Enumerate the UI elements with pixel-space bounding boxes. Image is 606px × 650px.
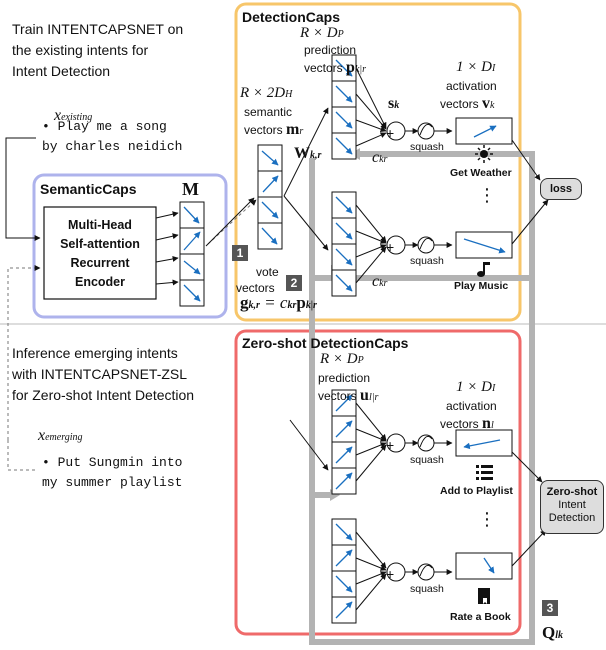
m-matrix [179, 201, 205, 307]
squash-label-2: squash [410, 255, 444, 267]
intent-add-to-playlist: Add to Playlist [440, 485, 513, 497]
encoder-line-2: Self-attention [60, 237, 140, 251]
encoder-line-4: Encoder [74, 275, 125, 289]
semantic-vectors-label-1: semantic [244, 105, 293, 119]
semantic-caps-border [32, 173, 228, 319]
detection-caps-title: DetectionCaps [242, 9, 341, 25]
existing-example-line-1: • Play me a song [42, 119, 167, 134]
squash-label-1: squash [410, 141, 444, 153]
zs-prediction-vectors-1 [331, 389, 357, 495]
pred-label-1: prediction [304, 43, 357, 57]
coef-label-1: ckr [372, 149, 388, 166]
badge-1: 1 [232, 245, 248, 261]
act-label-1: activation [446, 79, 497, 93]
zs-pred-dim: R × DP [320, 351, 364, 367]
zs-act-dim: 1 × DI [456, 379, 496, 395]
semantic-vectors-matrix [257, 144, 283, 250]
emerging-example-line-2: my summer playlist [42, 475, 183, 490]
semantic-dim: R × 2DH [240, 85, 293, 101]
zero-shot-output-line-2: Intent [558, 499, 586, 511]
loss-node: loss [540, 178, 582, 200]
zero-shot-caps-border [234, 329, 522, 636]
zero-shot-output-node: Zero-shot Intent Detection [540, 480, 604, 534]
encoder-box [43, 206, 157, 300]
zero-shot-output-line-3: Detection [548, 512, 596, 524]
train-caption-line-1: Train INTENTCAPSNET on [12, 21, 184, 37]
train-caption-line-2: the existing intents for [12, 42, 149, 58]
zs-activation-box-2 [455, 552, 513, 580]
list-icon [476, 465, 493, 480]
train-caption-line-3: Intent Detection [12, 63, 111, 79]
encoder-line-3: Recurrent [70, 256, 130, 270]
zero-shot-output-line-1: Zero-shot [546, 486, 598, 498]
activation-box-1 [455, 117, 513, 145]
semantic-caps-title: SemanticCaps [40, 181, 137, 197]
intent-rate-a-book: Rate a Book [450, 611, 511, 623]
intent-play-music: Play Music [454, 280, 509, 292]
emerging-example-line-1: • Put Sungmin into [42, 455, 183, 470]
intent-get-weather: Get Weather [450, 167, 512, 179]
encoder-line-1: Multi-Head [68, 218, 132, 232]
sum-label: sk [388, 95, 400, 112]
m-matrix-label: M [182, 179, 199, 199]
ellipsis-1: ⋮ [478, 185, 496, 205]
vector-arrows [183, 59, 506, 619]
sun-icon [475, 145, 493, 163]
zs-prediction-vectors-2 [331, 518, 357, 624]
book-icon [478, 588, 490, 604]
inference-caption-line-1: Inference emerging intents [12, 345, 178, 361]
zs-sum-plus-2: + [386, 566, 395, 582]
vote-label-2: vectors [236, 281, 275, 295]
act-dim: 1 × DI [456, 59, 496, 75]
music-note-icon [477, 262, 490, 277]
pred-label-2: vectors pk|r [304, 59, 367, 76]
pred-dim: R × DP [300, 25, 344, 41]
emerging-symbol: xemerging [38, 427, 83, 444]
zs-sum-plus-1: + [386, 437, 395, 453]
zs-squash-label-2: squash [410, 583, 444, 595]
sum-plus-2: + [386, 239, 395, 255]
inference-caption-line-2: with INTENTCAPSNET-ZSL [12, 366, 188, 382]
zs-pred-label-2: vectors ul|r [318, 387, 379, 404]
coef-label-2: ckr [372, 273, 388, 290]
semantic-vectors-label-2: vectors mr [244, 121, 304, 138]
ellipsis-2: ⋮ [478, 509, 496, 529]
act-label-2: vectors vk [440, 95, 495, 112]
badge-3: 3 [542, 600, 558, 616]
existing-example-line-2: by charles neidich [42, 139, 183, 154]
prediction-vectors-2 [331, 191, 357, 297]
badge-2: 2 [286, 275, 302, 291]
zs-act-label-2: vectors nl [440, 415, 494, 432]
zs-pred-label-1: prediction [318, 371, 371, 385]
inference-caption-line-3: for Zero-shot Intent Detection [12, 387, 195, 403]
detection-caps-border [234, 2, 522, 322]
sum-plus-1: + [386, 125, 395, 141]
q-label: Qlk [542, 623, 564, 642]
existing-symbol: xexisting [54, 107, 93, 124]
zs-act-label-1: activation [446, 399, 497, 413]
weight-label: Wk,r [294, 145, 322, 162]
zero-shot-title: Zero-shot DetectionCaps [242, 335, 409, 351]
vote-label-1: vote [256, 265, 279, 279]
zs-squash-label-1: squash [410, 454, 444, 466]
vote-formula: gk,r = ckrpk|r [240, 293, 317, 312]
